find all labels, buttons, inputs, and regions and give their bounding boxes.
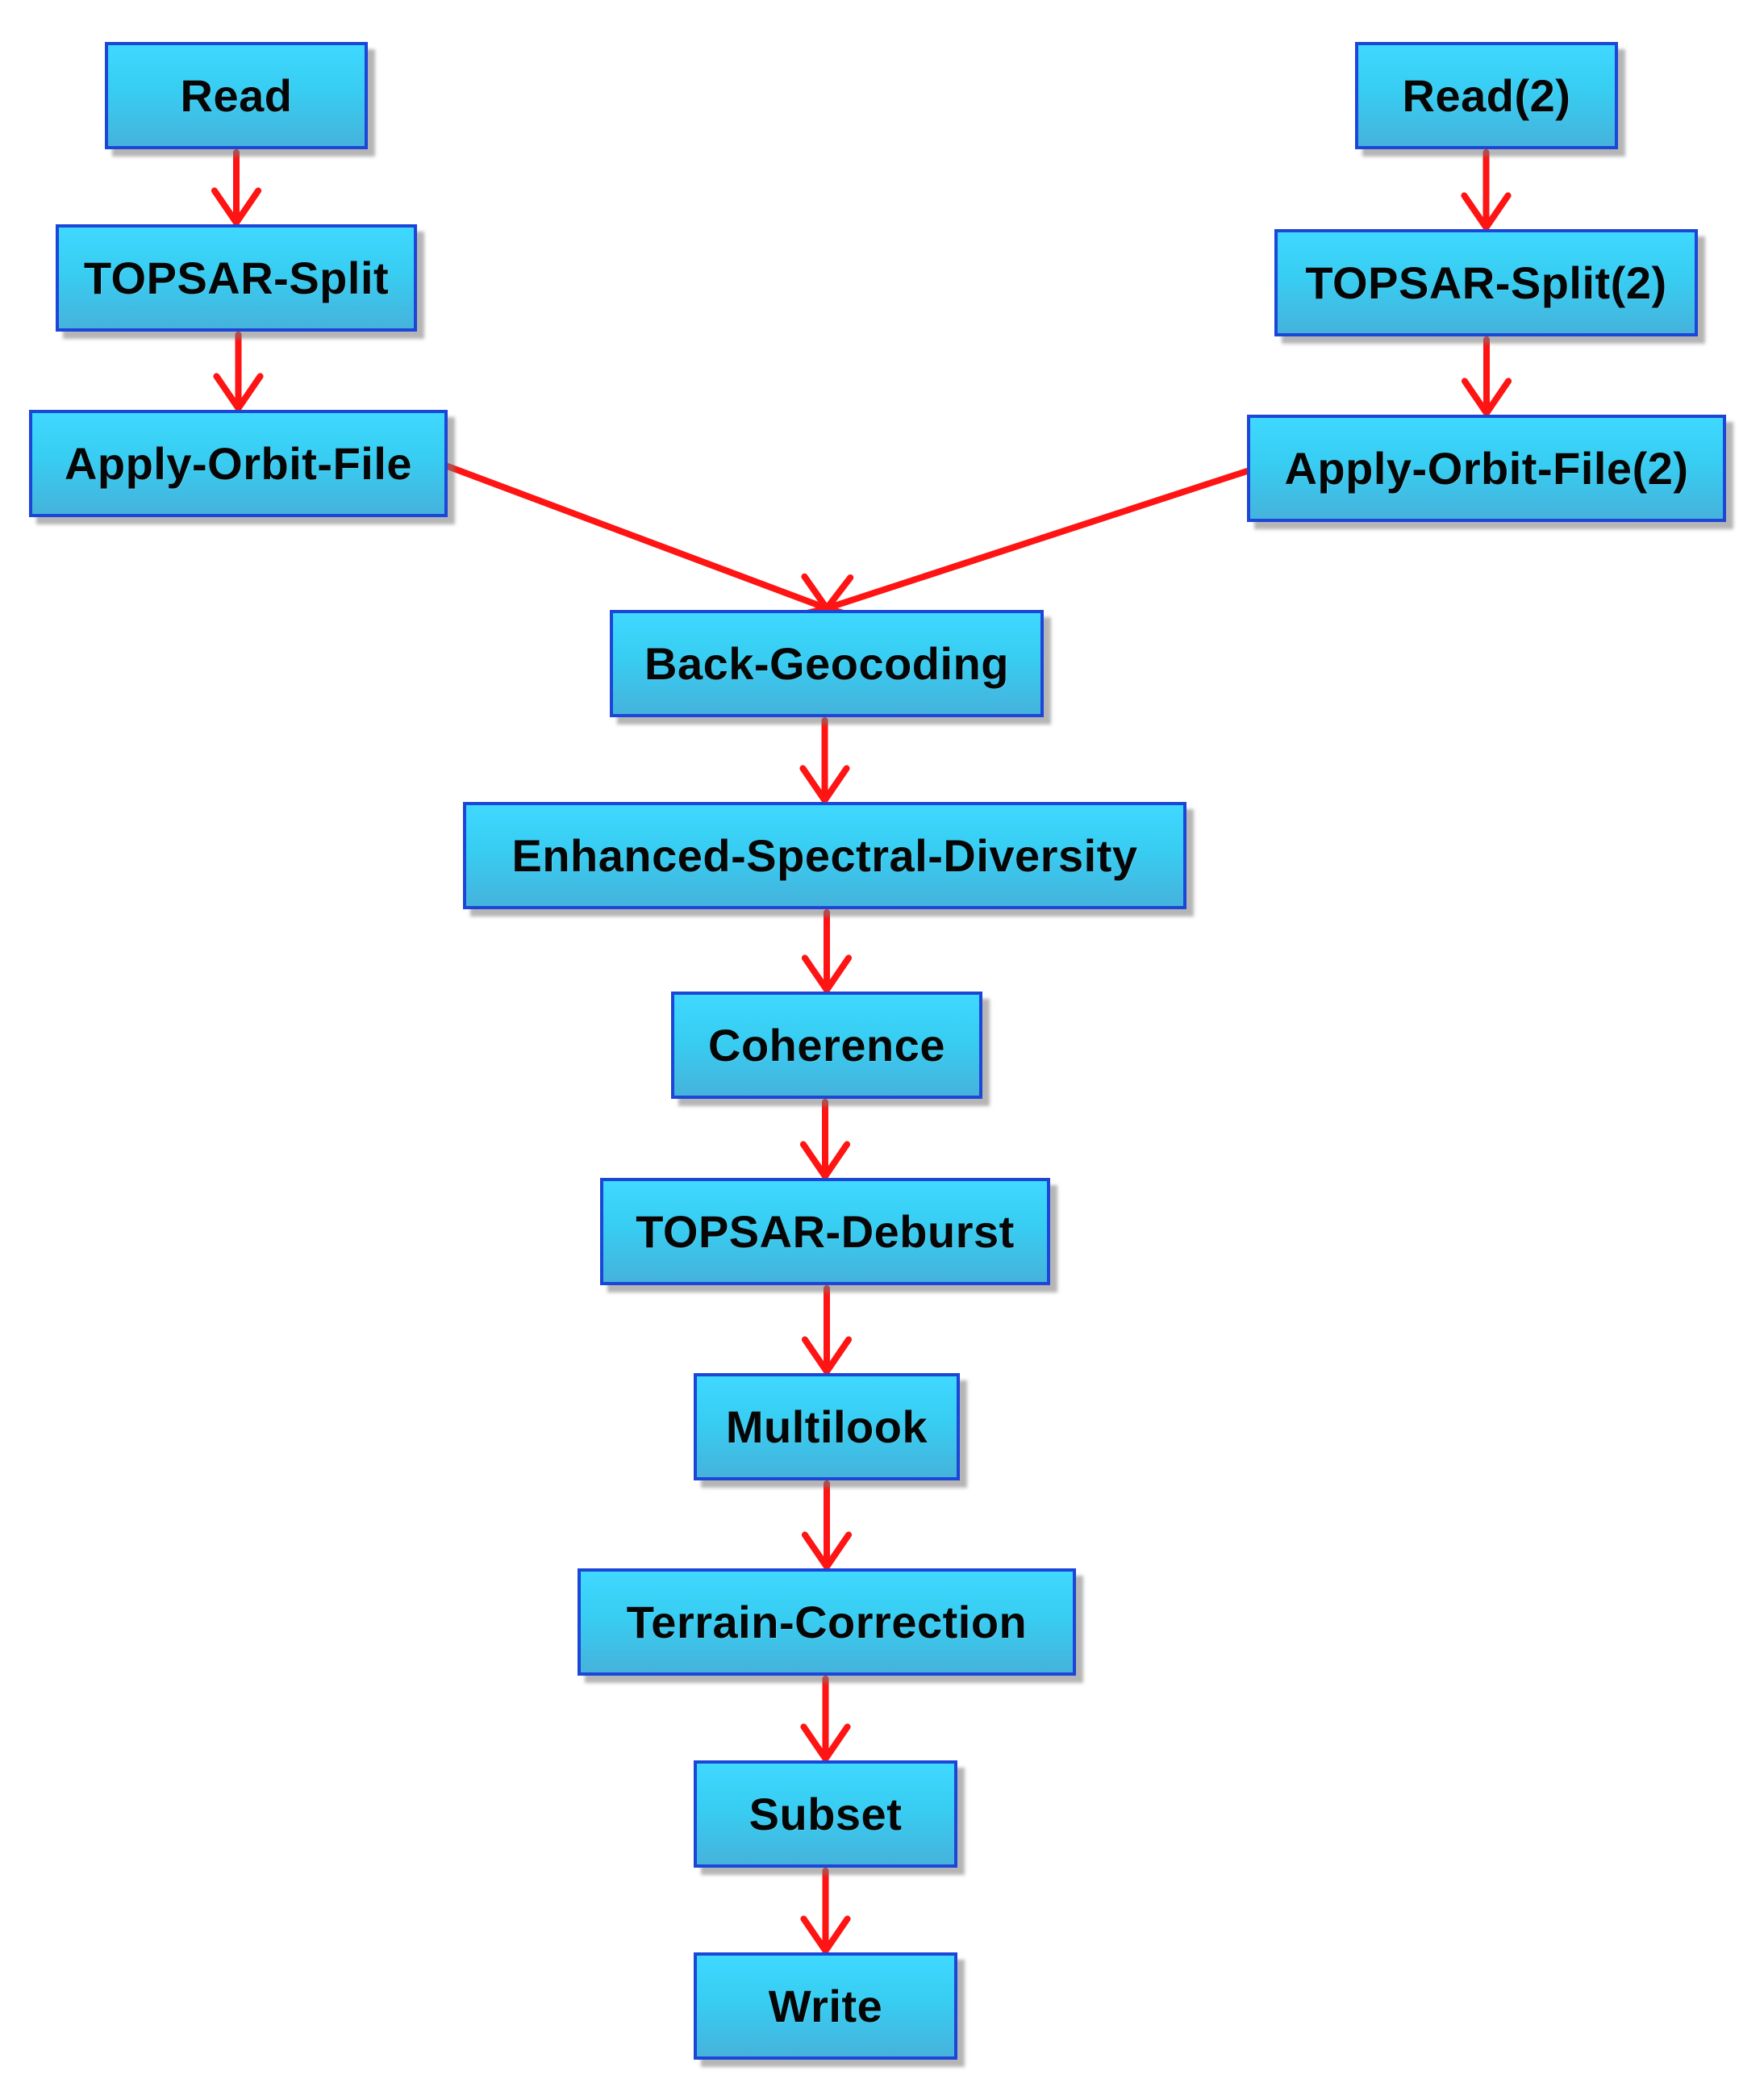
- node-label: Apply-Orbit-File(2): [1284, 443, 1689, 494]
- node-label: Terrain-Correction: [626, 1597, 1028, 1647]
- node-label: Read(2): [1402, 70, 1571, 121]
- node-write[interactable]: Write: [694, 1952, 957, 2060]
- node-terrain-correction[interactable]: Terrain-Correction: [578, 1568, 1076, 1676]
- node-label: Apply-Orbit-File: [64, 438, 413, 489]
- edge-arrow: [800, 1868, 851, 1954]
- edge-arrow: [213, 332, 264, 411]
- node-back-geocoding[interactable]: Back-Geocoding: [610, 610, 1044, 717]
- node-enhanced-spectral-diversity[interactable]: Enhanced-Spectral-Diversity: [463, 802, 1186, 909]
- node-multilook[interactable]: Multilook: [694, 1373, 960, 1480]
- edge-arrow: [824, 468, 1250, 623]
- edge-arrow: [444, 463, 830, 621]
- node-coherence[interactable]: Coherence: [671, 992, 982, 1099]
- node-read[interactable]: Read: [105, 42, 368, 149]
- node-label: Enhanced-Spectral-Diversity: [511, 830, 1138, 881]
- node-subset[interactable]: Subset: [694, 1760, 957, 1868]
- edge-arrow: [799, 1099, 851, 1180]
- node-topsar-split-2[interactable]: TOPSAR-Split(2): [1274, 229, 1698, 336]
- edge-arrow: [1461, 336, 1512, 416]
- node-read-2[interactable]: Read(2): [1355, 42, 1618, 149]
- node-label: Coherence: [708, 1020, 945, 1071]
- edge-arrow: [801, 1480, 853, 1570]
- node-topsar-split[interactable]: TOPSAR-Split: [56, 224, 417, 332]
- edge-arrow: [1461, 149, 1512, 231]
- node-label: Read: [180, 70, 293, 121]
- node-topsar-deburst[interactable]: TOPSAR-Deburst: [600, 1178, 1050, 1285]
- node-label: TOPSAR-Split(2): [1305, 257, 1667, 308]
- edge-arrow: [801, 909, 853, 993]
- node-label: TOPSAR-Deburst: [636, 1206, 1015, 1257]
- edge-arrow: [211, 149, 262, 226]
- edge-arrow: [800, 1676, 851, 1762]
- node-label: Back-Geocoding: [644, 638, 1009, 689]
- node-label: Write: [768, 1981, 883, 2031]
- node-label: Subset: [749, 1789, 903, 1839]
- node-label: Multilook: [725, 1401, 928, 1452]
- node-apply-orbit-file-2[interactable]: Apply-Orbit-File(2): [1247, 415, 1726, 522]
- edge-arrow: [801, 1285, 853, 1375]
- node-apply-orbit-file[interactable]: Apply-Orbit-File: [29, 410, 448, 517]
- node-label: TOPSAR-Split: [83, 253, 390, 303]
- edge-arrow: [799, 717, 850, 804]
